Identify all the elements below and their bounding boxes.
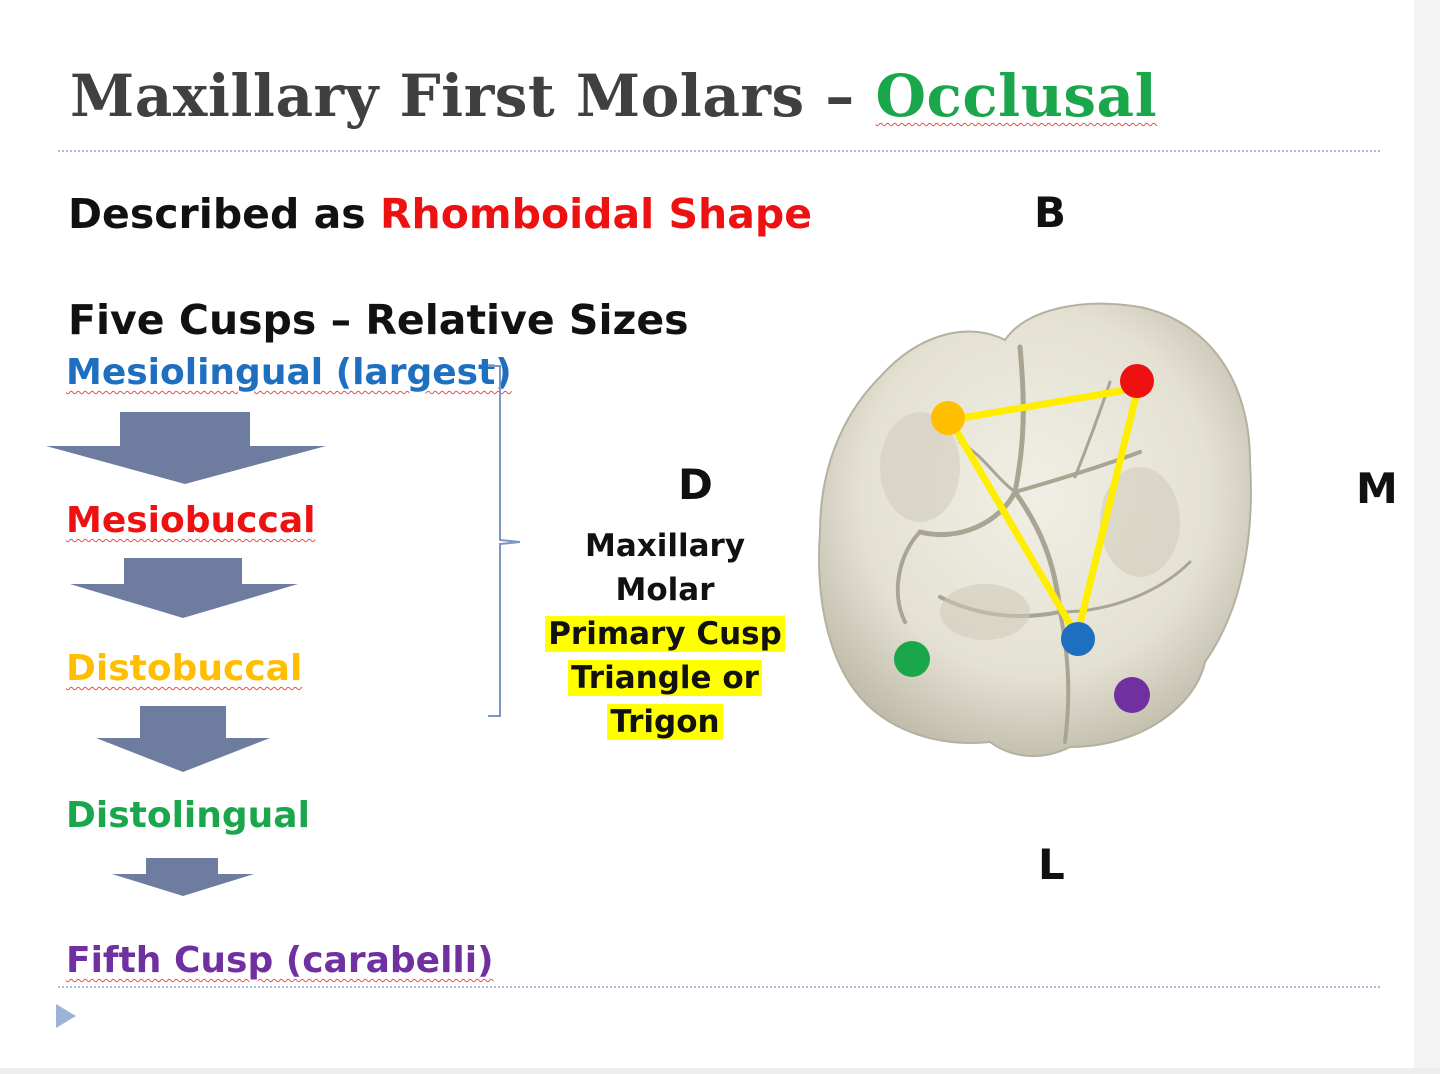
orientation-distal: D <box>678 460 713 509</box>
shape-prefix: Described as <box>68 190 380 238</box>
shape-heading: Described as Rhomboidal Shape <box>68 190 812 238</box>
title-accent: Occlusal <box>875 62 1158 130</box>
cusp-distobuccal: Distobuccal <box>66 648 303 689</box>
trigon-triangle <box>946 384 1142 640</box>
footer-divider <box>58 986 1380 988</box>
slide-title: Maxillary First Molars – Occlusal <box>70 62 1157 130</box>
trigon-line-5: Trigon <box>607 704 723 740</box>
size-arrow-3 <box>96 706 270 772</box>
cusp-fifth-carabelli: Fifth Cusp (carabelli) <box>66 940 494 981</box>
shape-value: Rhomboidal Shape <box>379 190 813 238</box>
occlusal-shading <box>880 412 1180 640</box>
orientation-lingual: L <box>1038 840 1065 889</box>
molar-occlusal-illustration <box>818 302 1252 758</box>
cusp-marker-distolingual <box>894 641 930 677</box>
orientation-buccal: B <box>1034 188 1067 237</box>
cusp-mesiobuccal: Mesiobuccal <box>66 500 316 541</box>
trigon-line-3: Primary Cusp <box>545 616 785 652</box>
trigon-label: Maxillary Molar Primary Cusp Triangle or… <box>540 524 790 744</box>
occlusal-grooves <box>895 344 1192 744</box>
title-main: Maxillary First Molars – <box>70 62 876 130</box>
size-arrow-2 <box>70 558 298 618</box>
orientation-mesial: M <box>1356 464 1398 513</box>
trigon-line-2: Molar <box>615 572 715 608</box>
cusp-distolingual: Distolingual <box>66 795 310 836</box>
cusp-marker-distobuccal <box>931 401 965 435</box>
trigon-line-4: Triangle or <box>568 660 762 696</box>
trigon-line-1: Maxillary <box>584 528 746 564</box>
slide-bullet-icon <box>56 1004 76 1028</box>
cusp-marker-mesiolingual <box>1061 622 1095 656</box>
cusp-marker-mesiobuccal <box>1120 364 1154 398</box>
cusps-heading: Five Cusps – Relative Sizes <box>68 296 689 344</box>
cusp-marker-fifth <box>1114 677 1150 713</box>
trigon-bracket <box>488 365 521 717</box>
size-arrow-4 <box>112 858 254 896</box>
cusp-mesiolingual: Mesiolingual (largest) <box>66 352 512 393</box>
right-edge-strip <box>1414 0 1440 1074</box>
bottom-edge-strip <box>0 1068 1440 1074</box>
size-arrow-1 <box>46 412 326 484</box>
title-divider <box>58 150 1380 152</box>
